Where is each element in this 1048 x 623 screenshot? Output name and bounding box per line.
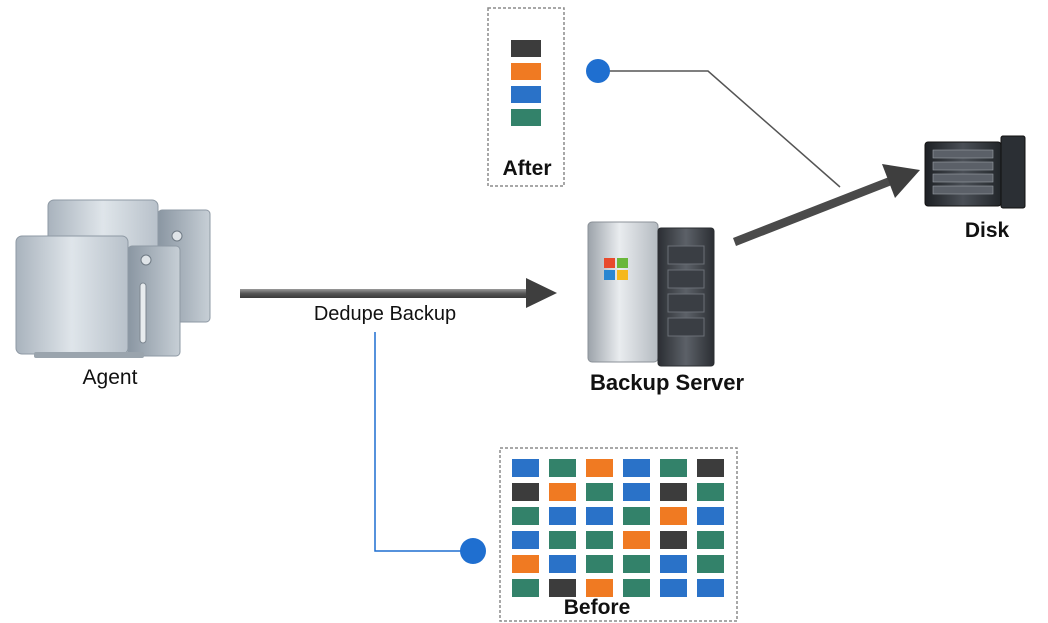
after-block-dark	[511, 40, 541, 57]
before-block-orange	[623, 531, 650, 549]
before-block-green	[697, 531, 724, 549]
before-block-green	[623, 507, 650, 525]
before-block-dark	[697, 459, 724, 477]
before-block-green	[623, 579, 650, 597]
before-block-blue	[697, 507, 724, 525]
before-block-green	[512, 579, 539, 597]
before-block-blue	[697, 579, 724, 597]
before-block-dark	[512, 483, 539, 501]
before-block-green	[660, 459, 687, 477]
before-panel	[499, 447, 738, 622]
before-block-orange	[660, 507, 687, 525]
before-block-orange	[586, 459, 613, 477]
after-label: After	[502, 157, 551, 180]
before-block-green	[549, 531, 576, 549]
before-block-dark	[660, 483, 687, 501]
agent-server-icon	[15, 199, 211, 358]
before-block-blue	[623, 459, 650, 477]
before-block-green	[586, 531, 613, 549]
agent-label: Agent	[83, 366, 138, 389]
before-block-green	[586, 483, 613, 501]
before-block-green	[623, 555, 650, 573]
disk-label: Disk	[965, 219, 1010, 242]
before-block-blue	[549, 507, 576, 525]
before-connector-dot	[460, 538, 486, 564]
after-block-orange	[511, 63, 541, 80]
before-connector	[374, 332, 486, 564]
before-block-blue	[660, 555, 687, 573]
before-block-green	[697, 483, 724, 501]
before-block-dark	[660, 531, 687, 549]
before-block-blue	[660, 579, 687, 597]
dedupe-backup-label: Dedupe Backup	[314, 303, 456, 325]
before-block-blue	[623, 483, 650, 501]
before-grid	[512, 459, 724, 597]
before-block-orange	[586, 579, 613, 597]
after-blocks	[511, 40, 541, 126]
before-block-blue	[586, 507, 613, 525]
after-block-blue	[511, 86, 541, 103]
after-connector	[586, 59, 841, 188]
after-panel	[487, 7, 565, 187]
before-block-green	[586, 555, 613, 573]
before-block-blue	[549, 555, 576, 573]
after-connector-dot	[586, 59, 610, 83]
server-to-disk-arrow	[733, 164, 920, 246]
before-label: Before	[564, 596, 631, 619]
before-block-green	[512, 507, 539, 525]
before-block-blue	[512, 459, 539, 477]
dedupe-arrow	[240, 278, 557, 308]
before-block-green	[549, 459, 576, 477]
backup-server-icon	[587, 221, 715, 367]
disk-storage-icon	[924, 135, 1026, 209]
before-block-green	[697, 555, 724, 573]
before-block-dark	[549, 579, 576, 597]
after-block-green	[511, 109, 541, 126]
backup-server-label: Backup Server	[590, 370, 745, 395]
before-block-orange	[549, 483, 576, 501]
before-block-orange	[512, 555, 539, 573]
before-block-blue	[512, 531, 539, 549]
